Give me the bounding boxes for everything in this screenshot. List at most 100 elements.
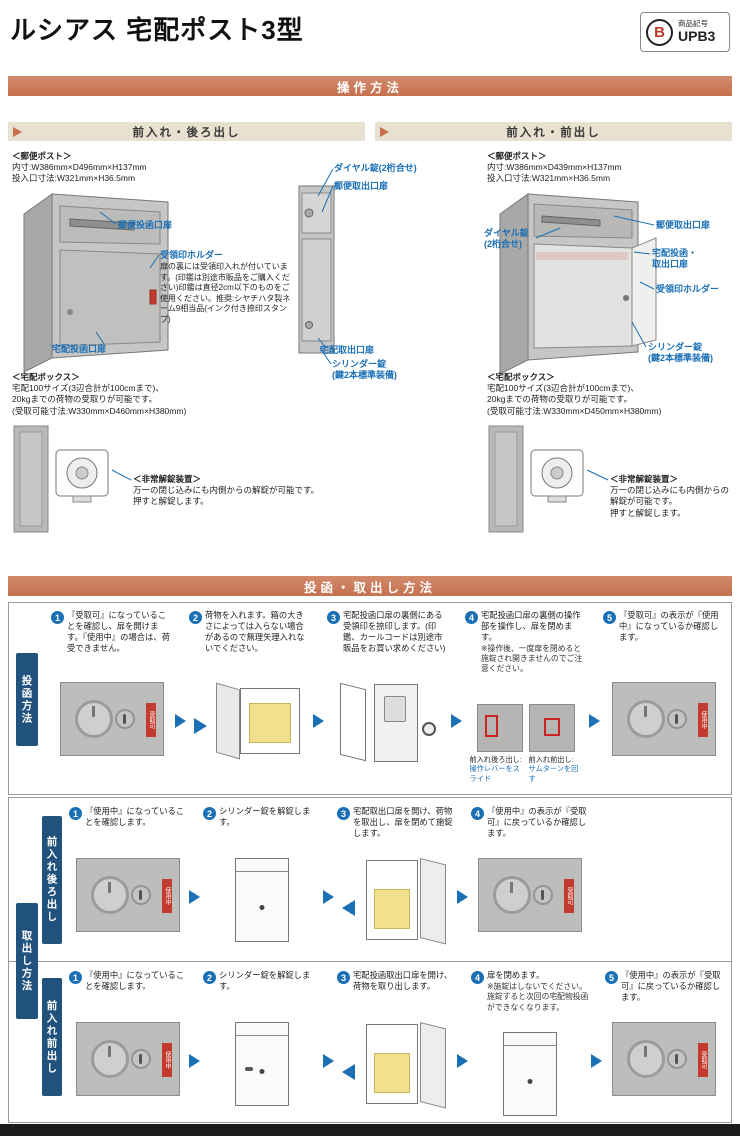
open-door: [340, 682, 366, 762]
spec-title: ＜非常解錠装置＞: [133, 474, 202, 484]
step-number: 2: [189, 611, 202, 624]
label-mail-out-door-left: 郵便取出口扉: [334, 181, 389, 191]
caption-title: 前入れ前出し:: [528, 755, 574, 764]
status-indicator: 受取可: [564, 879, 574, 913]
label-parcel-in-door: 宅配投函口扉: [52, 344, 107, 354]
step-arrow-icon: [313, 714, 324, 728]
subheader-front-in-back-out: 前入れ・後ろ出し: [8, 122, 365, 141]
arrow-col: [311, 610, 327, 792]
posting-step-4: 4 宅配投函口扉の裏側の操作部を操作し、扉を閉めます。 ※操作後、一度扉を閉める…: [465, 610, 587, 792]
caption-action: 操作レバーをスライド: [469, 764, 520, 783]
label-line: 宅配投函・: [652, 248, 698, 258]
spec-line: 投入口寸法:W321mm×H36.5mm: [487, 173, 611, 184]
label-dial-lock-right: ダイヤル錠 (2桁合せ): [484, 228, 529, 251]
mail-post-spec-left: ＜郵便ポスト＞ 内寸:W386mm×D496mm×H137mm 投入口寸法:W3…: [12, 151, 147, 185]
arrow-col: [449, 610, 465, 792]
arrow-col: [587, 610, 603, 792]
label-line: シリンダー錠: [332, 359, 387, 369]
posting-step-1: 1 『受取可』になっていることを確認し、扉を開けます。『使用中』の場合は、荷受で…: [51, 610, 173, 792]
step-number: 2: [203, 971, 216, 984]
spec-line: 万一の閉じ込みにも内側からの解錠が可能です。: [133, 485, 320, 496]
spec-line: 押すと解錠します。: [610, 507, 686, 518]
spec-line: 押すと解錠します。: [133, 496, 209, 507]
step-text: 荷物を入れます。箱の大きさによっては入らない場合があるので無理矢理入れないでくだ…: [205, 610, 305, 653]
row-divider: [9, 961, 731, 962]
cabinet-lid-line: [236, 871, 288, 872]
illustration-cabinet-front: [235, 858, 289, 942]
arrow-col: [589, 970, 605, 1120]
step-number: 5: [605, 971, 618, 984]
step-number: 1: [69, 807, 82, 820]
arrow-col: [321, 806, 337, 956]
receipt-holder: [384, 696, 406, 722]
cabinet-lid-line: [504, 1045, 556, 1046]
spec-line: 20kgまでの荷物の受取りが可能です。: [12, 394, 158, 405]
emergency-unlock-drawing-left: [13, 425, 109, 533]
status-indicator: 使用中: [698, 703, 708, 737]
step-number: 4: [465, 611, 478, 624]
spec-title: ＜非常解錠装置＞: [610, 474, 679, 484]
step-arrow-icon: [323, 1054, 334, 1068]
step-arrow-icon: [189, 1054, 200, 1068]
step-arrow-icon: [175, 714, 186, 728]
step-arrow-icon: [457, 1054, 468, 1068]
keyhole-icon: [131, 1049, 151, 1069]
posting-method-row: 投函方法 1 『受取可』になっていることを確認し、扉を開けます。『使用中』の場合…: [8, 602, 732, 795]
step-number: 3: [337, 807, 350, 820]
spec-title: ＜宅配ボックス＞: [487, 372, 555, 382]
package: [249, 703, 291, 743]
step-arrow-icon: [323, 890, 334, 904]
emergency-unlock-drawing-right: [488, 425, 584, 533]
label-receipt-holder-right: 受領印ホルダー: [656, 284, 720, 294]
illustration-cabinet-front: [235, 1022, 289, 1106]
caption-action: サムターンを回す: [528, 764, 579, 783]
arrow-col: [187, 806, 203, 956]
cabinet-lid-line: [236, 1035, 288, 1036]
step-note: ※施錠はしないでください。施錠すると次回の宅配物投函ができなくなります。: [487, 981, 589, 1012]
cylinder-lock-dot: [527, 1079, 533, 1084]
side-label-retrieval: 取出し方法: [16, 903, 38, 1019]
rear-step-3: 3 宅配取出口扉を開け、荷物を取出し、扉を閉めて施錠します。: [337, 806, 455, 956]
delivery-box-spec-left: ＜宅配ボックス＞ 宅配100サイズ(3辺合計が100cmまで)、 20kgまでの…: [12, 372, 232, 417]
delivery-box-spec-right: ＜宅配ボックス＞ 宅配100サイズ(3辺合計が100cmまで)、 20kgまでの…: [487, 372, 707, 417]
spec-title: ＜宅配ボックス＞: [12, 372, 80, 382]
spec-title: ＜郵便ポスト＞: [12, 151, 72, 161]
step-arrow-icon: [451, 714, 462, 728]
illustration-stamp-receipt: [334, 682, 442, 766]
step-arrow-icon: [457, 890, 468, 904]
illustration-operation-parts: 前入れ後ろ出し: 操作レバーをスライド 前入れ前出し: サムターンを回す: [470, 704, 583, 783]
step-main-text: 宅配投函口扉の裏側の操作部を操作し、扉を閉めます。: [481, 610, 581, 642]
indicator-text: 受取可: [566, 887, 572, 905]
illustration-dial-panel: 受取可: [60, 682, 164, 756]
illustration-dial-panel: 受取可: [478, 858, 582, 932]
arrow-col: [321, 970, 337, 1120]
badge-label: 商品記号: [678, 18, 708, 28]
section-bar-operation: 操作方法: [8, 76, 732, 96]
keyhole-icon: [667, 1049, 687, 1069]
box-opening: [240, 688, 300, 754]
postbox-perspective-drawing-right: [499, 193, 657, 375]
step-main-text: 扉を閉めます。: [487, 970, 545, 980]
rear-step-1: 1 『使用中』になっていることを確認します。 使用中: [69, 806, 187, 956]
label-line: 取出口扉: [652, 259, 689, 270]
open-door: [420, 858, 446, 945]
keyhole-icon: [131, 885, 151, 905]
front-step-4: 4 扉を閉めます。 ※施錠はしないでください。施錠すると次回の宅配物投函ができな…: [471, 970, 589, 1120]
step-number: 2: [203, 807, 216, 820]
insert-arrow-icon: [194, 718, 207, 734]
side-label-front-out: 前入れ前出し: [42, 978, 62, 1096]
illustration-dial-panel: 受取可: [612, 1022, 716, 1096]
step-number: 1: [51, 611, 64, 624]
arrow-col: [187, 970, 203, 1120]
cabinet-body: [366, 860, 418, 940]
triangle-icon: [13, 127, 22, 137]
dial-knob-icon: [75, 700, 113, 738]
label-line: (鍵2本標準装備): [648, 353, 713, 364]
step-text: 宅配投函口扉の裏側の操作部を操作し、扉を閉めます。 ※操作後、一度扉を閉めると施…: [481, 610, 587, 675]
triangle-icon: [380, 127, 389, 137]
product-code: UPB3: [678, 28, 716, 45]
step-note: ※操作後、一度扉を閉めると施錠され開きませんのでご注意ください。: [481, 643, 583, 674]
status-indicator: 受取可: [146, 703, 156, 737]
takeout-arrow-icon: [342, 1064, 355, 1080]
label-receipt-holder: 受領印ホルダー: [160, 250, 224, 260]
